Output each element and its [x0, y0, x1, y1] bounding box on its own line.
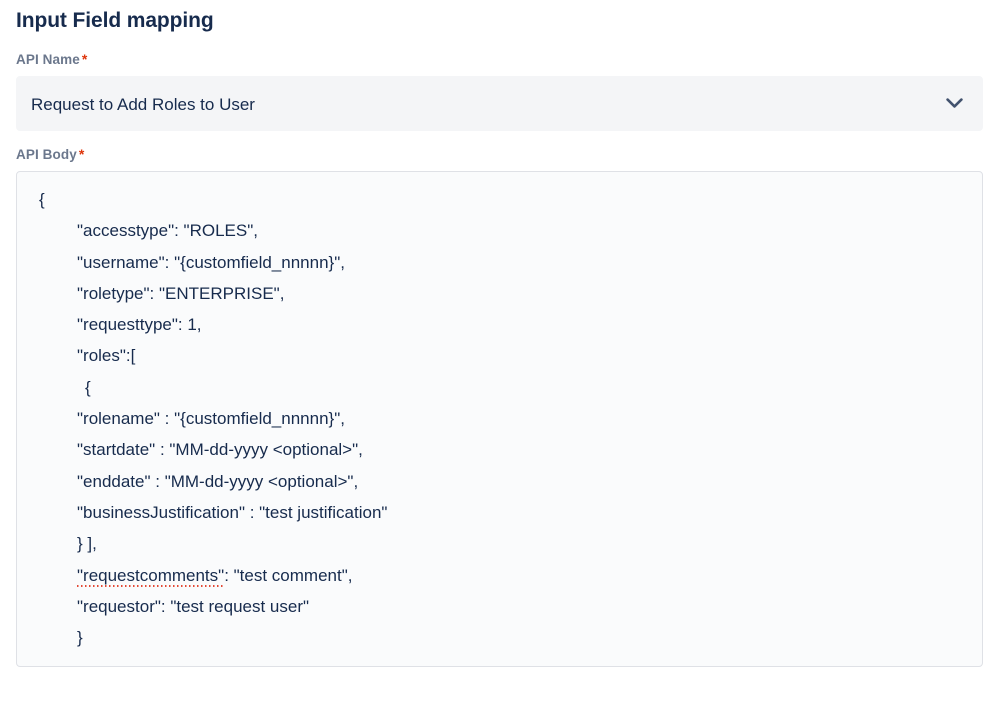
- api-name-selected-value: Request to Add Roles to User: [31, 94, 255, 114]
- api-body-line: "requesttype": 1,: [77, 315, 202, 335]
- api-body-line: "rolename" : "{customfield_nnnnn}",: [77, 409, 345, 429]
- api-body-line: "roles":[: [77, 346, 136, 366]
- api-body-line: {: [85, 377, 91, 397]
- api-body-label-text: API Body: [16, 147, 77, 162]
- api-name-label: API Name*: [16, 50, 983, 69]
- api-body-line: }: [77, 628, 83, 648]
- api-body-line: "accesstype": "ROLES",: [77, 221, 258, 241]
- page-title: Input Field mapping: [16, 9, 214, 32]
- api-body-line: "username": "{customfield_nnnnn}",: [77, 252, 345, 272]
- chevron-down-icon[interactable]: [926, 77, 982, 130]
- api-body-line: "roletype": "ENTERPRISE",: [77, 283, 285, 303]
- api-body-textarea[interactable]: { "accesstype": "ROLES", "username": "{cus…: [16, 171, 983, 667]
- api-body-line: "requestor": "test request user": [77, 596, 310, 616]
- api-body-line: "startdate" : "MM-dd-yyyy <optional>",: [77, 440, 363, 460]
- api-name-label-text: API Name: [16, 52, 80, 67]
- api-body-label: API Body*: [16, 145, 983, 164]
- api-body-line: "enddate" : "MM-dd-yyyy <optional>",: [77, 471, 359, 491]
- spellcheck-misspelled-word: "requestcomments": [77, 565, 225, 587]
- required-asterisk: *: [81, 51, 88, 67]
- api-body-line: "businessJustification" : "test justific…: [77, 502, 388, 522]
- api-body-line: } ],: [77, 534, 97, 554]
- api-body-line: {: [39, 190, 45, 209]
- api-name-select[interactable]: Request to Add Roles to User: [16, 76, 983, 131]
- api-body-line: "requestcomments": "test comment",: [77, 565, 353, 587]
- required-asterisk: *: [78, 146, 85, 162]
